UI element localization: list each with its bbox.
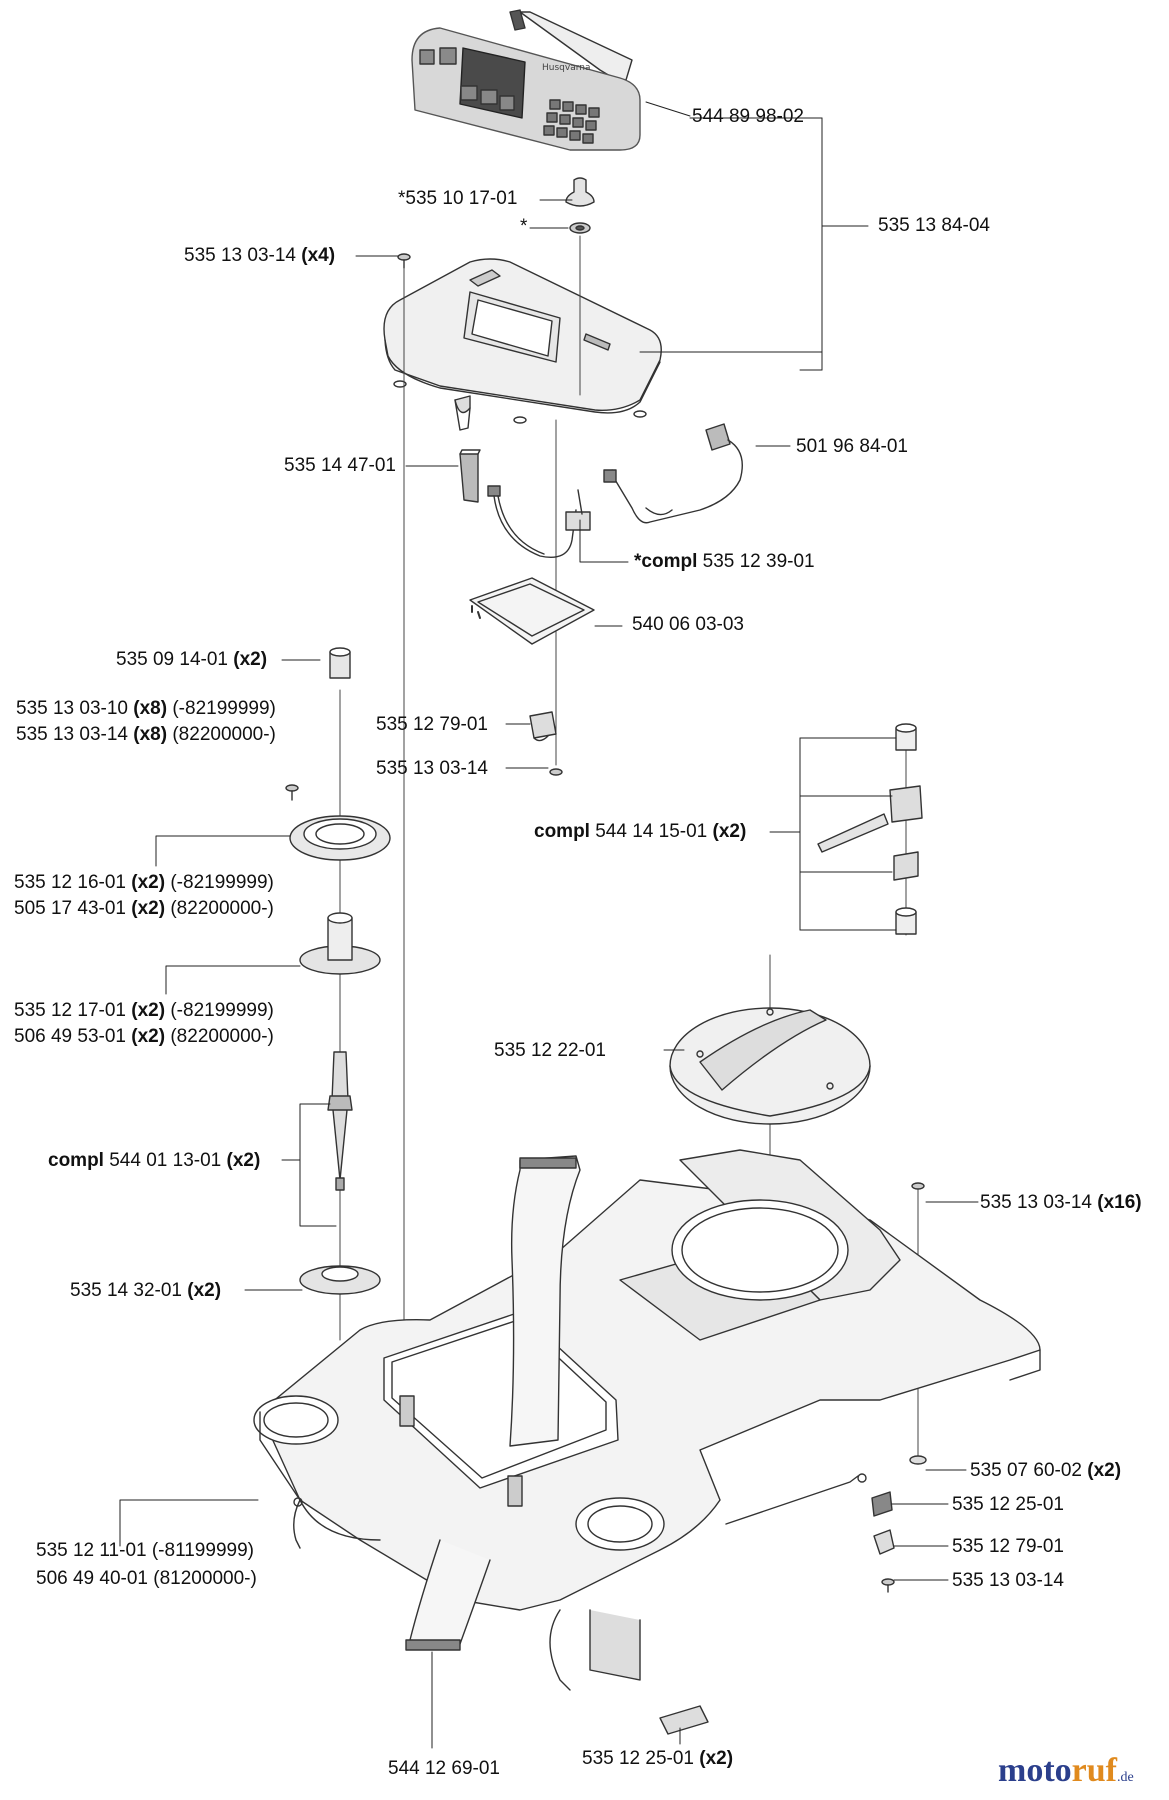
label-535-14-47-01: 535 14 47-01 (284, 455, 396, 476)
label-544-12-69-01: 544 12 69-01 (388, 1758, 500, 1779)
label-535-12-79-01: 535 12 79-01 (376, 714, 488, 735)
label-asterisk: * (520, 216, 528, 237)
label-535-10-17-01: *535 10 17-01 (398, 188, 518, 209)
bushing-tube (299, 912, 381, 975)
label-505-17-43-01: 505 17 43-01 (x2) (82200000-) (14, 898, 274, 919)
cable-harness (487, 485, 591, 558)
screw-top-left (397, 253, 411, 269)
watermark-logo: motoruf.de (998, 1752, 1134, 1789)
right-small-parts (659, 1182, 927, 1735)
flange-ring (289, 815, 391, 861)
label-compl-535-12-39-01: *compl 535 12 39-01 (634, 551, 815, 572)
rubber-seal (299, 1265, 381, 1295)
label-compl-544-01-13-01: compl 544 01 13-01 (x2) (48, 1150, 261, 1171)
control-housing-cover (383, 258, 662, 431)
label-540-06-03-03: 540 06 03-03 (632, 614, 744, 635)
label-535-13-03-14-x4: 535 13 03-14 (x4) (184, 245, 336, 266)
label-535-12-11-01: 535 12 11-01 (-81199999) (36, 1540, 254, 1561)
chassis-wires (293, 1473, 867, 1691)
screw-under-clip (549, 768, 563, 776)
label-535-12-17-01: 535 12 17-01 (x2) (-82199999) (14, 1000, 274, 1021)
top-cover-disc (669, 1007, 871, 1125)
clip-part (529, 711, 557, 742)
knob-part (565, 177, 595, 234)
label-535-13-84-04: 535 13 84-04 (878, 215, 990, 236)
label-535-13-03-14-x8: 535 13 03-14 (x8) (82200000-) (16, 724, 276, 745)
label-535-12-79-01-lower: 535 12 79-01 (952, 1536, 1064, 1557)
circuit-board (469, 577, 595, 645)
leader-lines (119, 101, 979, 1749)
label-compl-544-14-15-01: compl 544 14 15-01 (x2) (534, 821, 747, 842)
ribbon-cable (405, 1155, 581, 1651)
panel-brand-text: Husqvarna (542, 63, 590, 73)
label-535-14-32-01: 535 14 32-01 (x2) (70, 1280, 222, 1301)
label-535-09-14-01: 535 09 14-01 (x2) (116, 649, 268, 670)
label-535-12-25-01-x2: 535 12 25-01 (x2) (582, 1748, 734, 1769)
label-535-12-22-01: 535 12 22-01 (494, 1040, 606, 1061)
main-chassis-body (253, 1149, 1041, 1681)
control-panel-overlay: Husqvarna (411, 9, 641, 151)
screw-left (285, 784, 299, 801)
label-535-13-03-10: 535 13 03-10 (x8) (-82199999) (16, 698, 276, 719)
sensor-bracket (459, 449, 481, 503)
label-544-89-98-02: 544 89 98-02 (692, 106, 804, 127)
label-535-13-03-14-x16: 535 13 03-14 (x16) (980, 1192, 1142, 1213)
label-506-49-40-01: 506 49 40-01 (81200000-) (36, 1568, 257, 1589)
label-535-12-16-01: 535 12 16-01 (x2) (-82199999) (14, 872, 274, 893)
spacer-sleeve (329, 647, 351, 679)
label-535-13-03-14-lower: 535 13 03-14 (952, 1570, 1064, 1591)
label-535-07-60-02: 535 07 60-02 (x2) (970, 1460, 1122, 1481)
antenna-cable (603, 423, 743, 524)
label-501-96-84-01: 501 96 84-01 (796, 436, 908, 457)
hinge-parts (817, 723, 923, 935)
shaft-assembly (327, 1051, 353, 1191)
label-506-49-53-01: 506 49 53-01 (x2) (82200000-) (14, 1026, 274, 1047)
label-535-13-03-14: 535 13 03-14 (376, 758, 488, 779)
label-535-12-25-01: 535 12 25-01 (952, 1494, 1064, 1515)
